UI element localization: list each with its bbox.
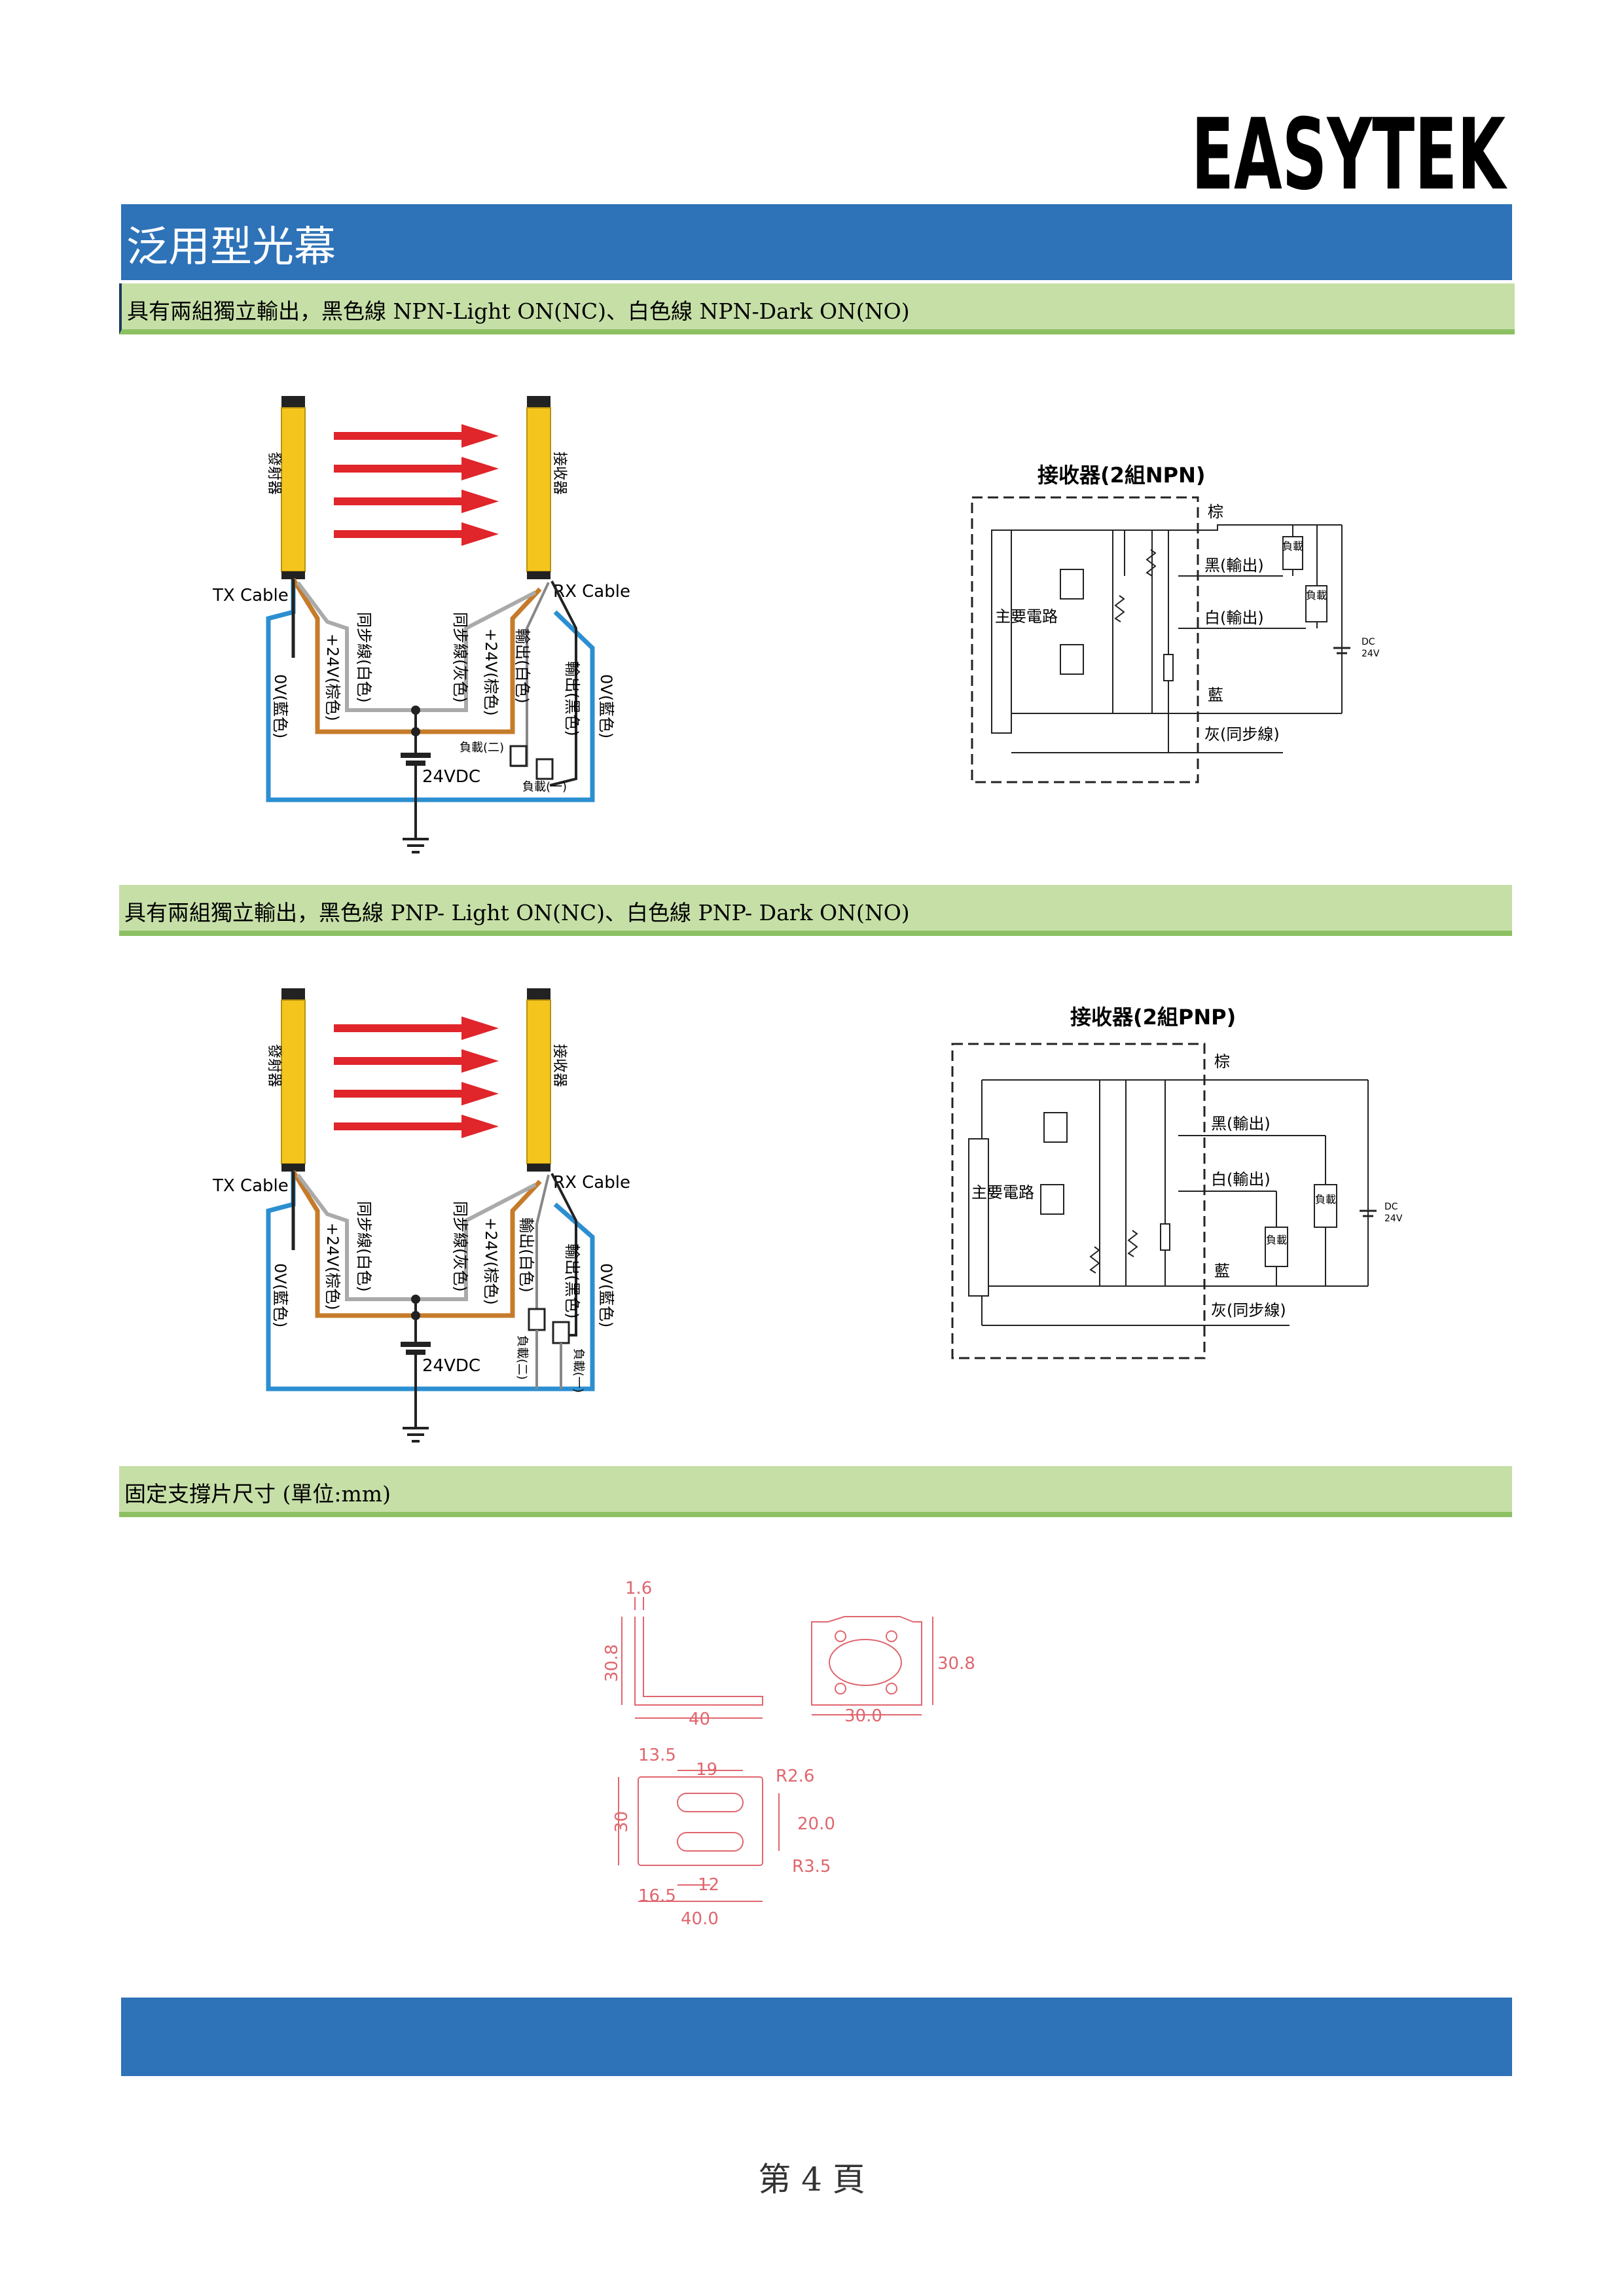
emitter-label: 發射器 bbox=[266, 1044, 282, 1087]
black-out-label: 黑(輸出) bbox=[1211, 1115, 1271, 1133]
p24-brown-label: +24V(棕色) bbox=[323, 634, 342, 721]
rx-cable-label: RX Cable bbox=[553, 1173, 630, 1193]
load-text: 負載 bbox=[1315, 1193, 1336, 1206]
dim-40-0: 40.0 bbox=[681, 1909, 719, 1929]
dc-label: DC bbox=[1384, 1202, 1398, 1212]
dim-1-6: 1.6 bbox=[625, 1579, 652, 1598]
dim-r3-5: R3.5 bbox=[792, 1857, 831, 1876]
receiver-label: 接收器 bbox=[551, 452, 568, 495]
receiver-bar bbox=[526, 407, 551, 572]
circuit-npn-title: 接收器(2組NPN) bbox=[1038, 463, 1206, 488]
load2-label: 負載(二) bbox=[460, 741, 504, 755]
brown-label: 棕 bbox=[1214, 1052, 1230, 1071]
logo-text: EASYTEK bbox=[1191, 98, 1507, 196]
out-black-label: 輸出(黑色) bbox=[563, 1244, 581, 1319]
ov-blue-rx-label: 0V(藍色) bbox=[597, 1263, 615, 1327]
section-heading-text: 具有兩組獨立輸出，黑色線 NPN-Light ON(NC)、白色線 NPN-Da… bbox=[127, 298, 910, 324]
sync-gray-label: 同步線(灰色) bbox=[451, 612, 469, 703]
footer-bar bbox=[121, 1998, 1512, 2076]
wiring-diagram-pnp: 發射器 接收器 TX Cable RX Cable 24VDC 0V(藍色) +… bbox=[212, 988, 630, 1443]
bracket-top-view: 13.5 19 R2.6 30 20.0 R3.5 12 16.5 40.0 bbox=[612, 1746, 835, 1929]
load-text: 負載 bbox=[1266, 1234, 1287, 1246]
dim-19: 19 bbox=[696, 1760, 717, 1780]
sync-white-label: 同步線(白色) bbox=[355, 612, 373, 703]
section-heading-text: 具有兩組獨立輸出，黑色線 PNP- Light ON(NC)、白色線 PNP- … bbox=[124, 900, 910, 925]
receiver-bar bbox=[526, 999, 551, 1164]
emitter-label: 發射器 bbox=[266, 452, 282, 495]
white-out-label: 白(輸出) bbox=[1204, 609, 1264, 627]
vdc-label: 24VDC bbox=[422, 767, 480, 787]
dim-30: 30 bbox=[612, 1811, 632, 1833]
load-text: 負載 bbox=[1306, 589, 1327, 601]
dc-v-label: 24V bbox=[1384, 1213, 1403, 1224]
light-beam-arrows bbox=[334, 424, 499, 546]
blue-label: 藍 bbox=[1214, 1262, 1230, 1280]
out-white-label: 輸出(白色) bbox=[513, 628, 532, 704]
brown-label: 棕 bbox=[1208, 503, 1223, 521]
dim-12: 12 bbox=[698, 1875, 719, 1895]
circuit-pnp-title: 接收器(2組PNP) bbox=[1070, 1005, 1236, 1030]
title-bar: 泛用型光幕 bbox=[121, 204, 1512, 280]
rx-cable-label: RX Cable bbox=[553, 582, 630, 601]
ov-blue-label: 0V(藍色) bbox=[271, 1263, 289, 1327]
white-out-label: 白(輸出) bbox=[1211, 1170, 1271, 1189]
dim-r2-6: R2.6 bbox=[776, 1767, 814, 1786]
load2-label: 負載(二) bbox=[515, 1335, 529, 1380]
black-out-label: 黑(輸出) bbox=[1204, 556, 1264, 575]
emitter-bar bbox=[281, 407, 306, 572]
bracket-drawings: 1.6 30.8 40 30.8 30.0 13.5 19 bbox=[602, 1579, 975, 1929]
ov-blue-label: 0V(藍色) bbox=[271, 674, 289, 738]
sync-gray-label: 同步線(灰色) bbox=[451, 1201, 469, 1292]
page-title: 泛用型光幕 bbox=[126, 223, 336, 272]
tx-cable-label: TX Cable bbox=[212, 1176, 289, 1196]
dc-v-label: 24V bbox=[1362, 649, 1380, 659]
sync-white-label: 同步線(白色) bbox=[355, 1201, 373, 1292]
easytek-logo: EASYTEK bbox=[1191, 98, 1507, 196]
p24-brown-rx-label: +24V(棕色) bbox=[482, 1217, 500, 1305]
section-heading-pnp: 具有兩組獨立輸出，黑色線 PNP- Light ON(NC)、白色線 PNP- … bbox=[119, 885, 1512, 936]
light-beam-arrows bbox=[334, 1016, 499, 1138]
dim-30-0: 30.0 bbox=[844, 1706, 882, 1726]
main-circuit-label: 主要電路 bbox=[971, 1183, 1034, 1202]
emitter-bar bbox=[281, 999, 306, 1164]
main-circuit-label: 主要電路 bbox=[995, 607, 1058, 626]
blue-label: 藍 bbox=[1208, 686, 1223, 704]
dim-40: 40 bbox=[689, 1710, 710, 1729]
p24-brown-rx-label: +24V(棕色) bbox=[482, 628, 500, 716]
dim-30-8-front: 30.8 bbox=[937, 1654, 975, 1674]
bracket-front-view: 30.8 30.0 bbox=[811, 1616, 975, 1726]
gray-sync-label: 灰(同步線) bbox=[1204, 725, 1280, 744]
p24-brown-label: +24V(棕色) bbox=[323, 1223, 342, 1310]
load1-label: 負載(一) bbox=[522, 780, 567, 794]
gray-sync-label: 灰(同步線) bbox=[1211, 1301, 1286, 1319]
dim-20-0: 20.0 bbox=[797, 1814, 835, 1834]
section-heading-npn: 具有兩組獨立輸出，黑色線 NPN-Light ON(NC)、白色線 NPN-Da… bbox=[119, 283, 1515, 334]
circuit-npn: 接收器(2組NPN) 主要電路 負載 負載 DC 24V 棕 黑 bbox=[971, 463, 1380, 783]
bracket-side-view: 1.6 30.8 40 bbox=[602, 1579, 763, 1729]
ov-blue-rx-label: 0V(藍色) bbox=[597, 674, 615, 738]
load-text: 負載 bbox=[1282, 540, 1303, 552]
out-black-label: 輸出(黑色) bbox=[563, 661, 581, 736]
section-heading-bracket: 固定支撐片尺寸 (單位:mm) bbox=[119, 1466, 1512, 1517]
receiver-label: 接收器 bbox=[551, 1044, 568, 1087]
vdc-label: 24VDC bbox=[422, 1356, 480, 1376]
out-white-label: 輸出(白色) bbox=[517, 1217, 535, 1293]
wiring-diagram-npn: 發射器 接收器 TX Cable RX Cable 24VDC 0V(藍色) +… bbox=[212, 396, 630, 853]
section-heading-text: 固定支撐片尺寸 (單位:mm) bbox=[124, 1481, 391, 1507]
page-number: 第 4 頁 bbox=[758, 2161, 865, 2198]
dim-30-8-side: 30.8 bbox=[602, 1644, 622, 1682]
dc-label: DC bbox=[1362, 637, 1375, 647]
circuit-pnp: 接收器(2組PNP) 主要電路 負載 負載 DC 24V 棕 黑(輸出) 白(輸… bbox=[951, 1005, 1403, 1359]
tx-cable-label: TX Cable bbox=[212, 586, 289, 605]
load1-label: 負載(一) bbox=[571, 1348, 585, 1393]
dim-13-5: 13.5 bbox=[638, 1746, 676, 1765]
dim-16-5: 16.5 bbox=[638, 1886, 676, 1906]
